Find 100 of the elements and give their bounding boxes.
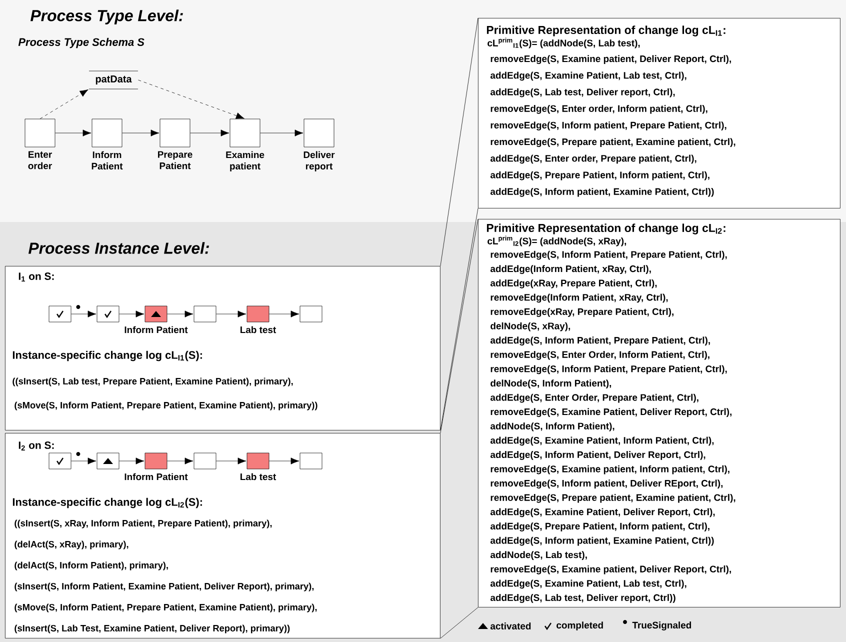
arrow bbox=[71, 458, 96, 464]
dashed-arrow bbox=[40, 89, 88, 119]
panel-heading: I$_{1}$ on S: bbox=[18, 272, 54, 282]
node-label: Inform Patient bbox=[124, 473, 188, 480]
activity-box bbox=[300, 452, 322, 470]
log-line: addNode(S, Lab test), bbox=[490, 551, 587, 560]
log-line: addNode(S, Inform Patient), bbox=[490, 422, 614, 432]
log-line: addEdge(xRay, Prepare Patient, Ctrl), bbox=[490, 279, 657, 288]
activity-box bbox=[300, 306, 322, 322]
node-label: Lab test bbox=[240, 473, 276, 480]
node-label: Lab test bbox=[240, 326, 276, 334]
legend-label: TrueSignaled bbox=[632, 622, 692, 630]
log-line: delNode(S, Inform Patient), bbox=[490, 380, 612, 388]
log-line: removeEdge(S, Examine patient, Inform patient, Ctrl), bbox=[490, 465, 730, 474]
log-line: addEdge(S, Inform patient, Examine Patient, Ctrl)) bbox=[490, 536, 714, 546]
arrow bbox=[190, 130, 230, 136]
log-line: removeEdge(S, Inform patient, Deliver REport, Ctrl), bbox=[490, 480, 723, 489]
log-line: addEdge(S, Examine Patient, Deliver Report, Ctrl), bbox=[490, 508, 715, 518]
panel-heading: I$_{2}$ on S: bbox=[18, 442, 54, 450]
log-line: (sInsert(S, Lab Test, Examine Patient, Deliver Report), primary)) bbox=[14, 624, 290, 634]
log-line: removeEdge(S, Examine Patient, Deliver Report, Ctrl), bbox=[490, 408, 732, 418]
activity-box: Prepare Patient bbox=[158, 118, 192, 170]
dashed-arrow bbox=[138, 80, 244, 119]
log-line: addEdge(S, Enter order, Prepare patient, Ctrl), bbox=[490, 154, 696, 164]
connector-line bbox=[440, 607, 478, 639]
activity-box: Enter order bbox=[24, 118, 56, 170]
log-line: ((sInsert(S, Lab test, Prepare Patient, Examine Patient), primary), bbox=[12, 378, 293, 386]
log-line: cL$^{prim}$$_{I2}$(S)= (addNode(S, xRay), bbox=[488, 236, 626, 246]
arrow bbox=[119, 310, 144, 318]
activity-box bbox=[48, 452, 72, 470]
node-label: Examine patient bbox=[226, 151, 264, 172]
log-line: addEdge(S, Inform patient, Examine Patient, Ctrl)) bbox=[490, 188, 714, 197]
log-line: addEdge(S, Examine Patient, Lab test, Ctrl), bbox=[490, 580, 686, 589]
arrow bbox=[71, 310, 96, 318]
log-line: addEdge(S, Enter Order, Prepare Patient, Ctrl), bbox=[490, 394, 698, 403]
log-line: delNode(S, xRay), bbox=[490, 322, 570, 332]
activity-box: Inform Patient bbox=[92, 118, 123, 170]
arrow bbox=[119, 458, 144, 464]
log-line: addEdge(S, Lab test, Deliver report, Ctrl)) bbox=[490, 594, 676, 603]
activity-box: Inform Patient bbox=[124, 306, 188, 334]
arrow bbox=[122, 130, 160, 136]
node-label: Deliver report bbox=[304, 151, 335, 172]
arrow bbox=[216, 310, 246, 318]
node-label: Enter order bbox=[28, 151, 52, 170]
activity-box bbox=[194, 306, 216, 322]
legend-label: activated bbox=[490, 622, 531, 630]
activity-box bbox=[194, 452, 216, 470]
log-line: (sMove(S, Inform Patient, Prepare Patient, Examine Patient), primary), bbox=[14, 604, 317, 612]
log-line: removeEdge(S, Enter order, Inform patient, Ctrl), bbox=[490, 104, 708, 114]
log-line: removeEdge(S, Prepare patient, Examine patient, Ctrl), bbox=[490, 494, 736, 503]
arrow bbox=[216, 458, 246, 464]
arrow bbox=[260, 130, 304, 136]
heading: Process Type Level: bbox=[30, 10, 183, 24]
arrow bbox=[55, 130, 92, 136]
log-line: addEdge(S, Inform Patient, Prepare Patient, Ctrl), bbox=[490, 336, 710, 346]
panel-heading: Instance-specific change log cL$_{I2}$(S): bbox=[12, 498, 202, 508]
node-label: Inform Patient bbox=[124, 326, 188, 334]
log-line: removeEdge(S, Prepare patient, Examine patient, Ctrl), bbox=[490, 138, 736, 148]
log-line: removeEdge(S, Inform Patient, Prepare Patient, Ctrl), bbox=[490, 365, 727, 374]
node-label: Prepare Patient bbox=[158, 151, 192, 170]
log-line: (delAct(S, xRay), primary), bbox=[14, 540, 128, 550]
log-line: removeEdge(xRay, Prepare Patient, Ctrl), bbox=[490, 308, 674, 317]
log-heading: Primitive Representation of change log cL$_{I1}$: bbox=[486, 26, 726, 36]
log-line: addEdge(S, Prepare Patient, Inform patient, Ctrl), bbox=[490, 171, 710, 180]
arrow bbox=[269, 310, 300, 318]
log-line: addEdge(S, Prepare Patient, Inform patient, Ctrl), bbox=[490, 522, 710, 532]
activity-box: Lab test bbox=[240, 452, 276, 480]
activity-box bbox=[96, 306, 120, 322]
panel-heading: Instance-specific change log cL$_{I1}$(S): bbox=[12, 350, 202, 362]
log-line: removeEdge(S, Examine patient, Deliver Report, Ctrl), bbox=[490, 565, 731, 574]
log-heading: Primitive Representation of change log cL$_{I2}$: bbox=[486, 224, 726, 234]
log-line: addEdge(S, Inform Patient, Deliver Report, Ctrl), bbox=[490, 451, 706, 460]
heading: Process Type Schema S bbox=[18, 38, 144, 48]
log-line: addEdge(S, Lab test, Deliver report, Ctrl), bbox=[490, 88, 675, 98]
log-line: removeEdge(S, Examine patient, Deliver Report, Ctrl), bbox=[490, 55, 731, 64]
log-line: cL$^{prim}$$_{I1}$(S)= (addNode(S, Lab test), bbox=[488, 38, 640, 48]
log-line: (sMove(S, Inform Patient, Prepare Patient, Examine Patient), primary)) bbox=[14, 402, 318, 410]
log-line: removeEdge(S, Inform patient, Prepare Patient, Ctrl), bbox=[490, 122, 726, 130]
log-line: (sInsert(S, Inform Patient, Examine Patient, Deliver Report), primary), bbox=[14, 582, 314, 592]
log-line: addEdge(S, Examine Patient, Inform Patient, Ctrl), bbox=[490, 436, 714, 446]
activity-box: Lab test bbox=[240, 306, 276, 334]
data-object: patData bbox=[88, 70, 138, 90]
log-line: removeEdge(Inform Patient, xRay, Ctrl), bbox=[490, 294, 668, 303]
log-line: ((sInsert(S, xRay, Inform Patient, Prepare Patient), primary), bbox=[14, 520, 272, 528]
log-line: addEdge(Inform Patient, xRay, Ctrl), bbox=[490, 265, 651, 274]
legend-label: completed bbox=[556, 622, 603, 630]
activity-box: Inform Patient bbox=[124, 452, 188, 480]
log-line: removeEdge(S, Inform Patient, Prepare Patient, Ctrl), bbox=[490, 250, 727, 260]
activity-box bbox=[96, 452, 120, 470]
log-line: addEdge(S, Examine Patient, Lab test, Ctrl), bbox=[490, 72, 686, 81]
activity-box: Examine patient bbox=[226, 118, 264, 172]
activity-box: Deliver report bbox=[304, 118, 335, 172]
node-label: Inform Patient bbox=[92, 151, 123, 170]
connector-line bbox=[440, 18, 478, 266]
arrow bbox=[167, 310, 194, 318]
arrow bbox=[167, 458, 194, 464]
heading: Process Instance Level: bbox=[28, 242, 209, 254]
log-line: removeEdge(S, Enter Order, Inform Patient, Ctrl), bbox=[490, 350, 710, 360]
activity-box bbox=[48, 306, 72, 322]
log-line: (delAct(S, Inform Patient), primary), bbox=[14, 562, 168, 570]
